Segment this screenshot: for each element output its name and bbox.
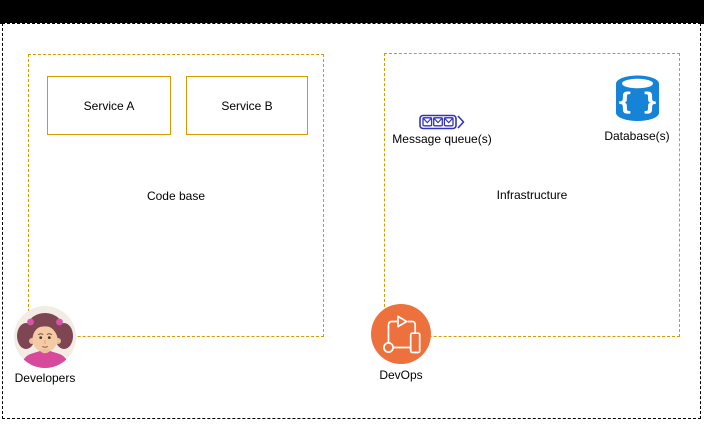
window-top-bar bbox=[0, 0, 704, 24]
node-message-queue-label: Message queue(s) bbox=[392, 132, 492, 146]
group-infrastructure-label: Infrastructure bbox=[496, 188, 568, 202]
group-infrastructure[interactable]: Infrastructure Message queue(s) bbox=[384, 53, 680, 337]
message-queue-icon bbox=[419, 114, 465, 130]
devops-pipeline-icon bbox=[371, 304, 431, 364]
actor-devops[interactable]: DevOps bbox=[371, 304, 431, 382]
developer-avatar-icon bbox=[14, 306, 76, 368]
node-service-b-label: Service B bbox=[221, 98, 273, 113]
database-icon: { } bbox=[615, 75, 659, 121]
actor-developers-label: Developers bbox=[14, 371, 76, 385]
actor-developers[interactable]: Developers bbox=[14, 306, 76, 385]
node-database-label: Database(s) bbox=[604, 129, 670, 143]
actor-devops-label: DevOps bbox=[379, 368, 423, 382]
svg-text:{ }: { } bbox=[616, 88, 659, 116]
node-service-b[interactable]: Service B bbox=[186, 76, 308, 135]
node-service-a-label: Service A bbox=[83, 98, 135, 113]
node-message-queue[interactable]: Message queue(s) bbox=[387, 114, 497, 146]
group-code-base-label: Code base bbox=[146, 188, 206, 203]
group-code-base[interactable]: Code base Service A Service B bbox=[28, 54, 324, 337]
node-database[interactable]: { } Database(s) bbox=[588, 74, 686, 143]
node-service-a[interactable]: Service A bbox=[47, 76, 171, 135]
